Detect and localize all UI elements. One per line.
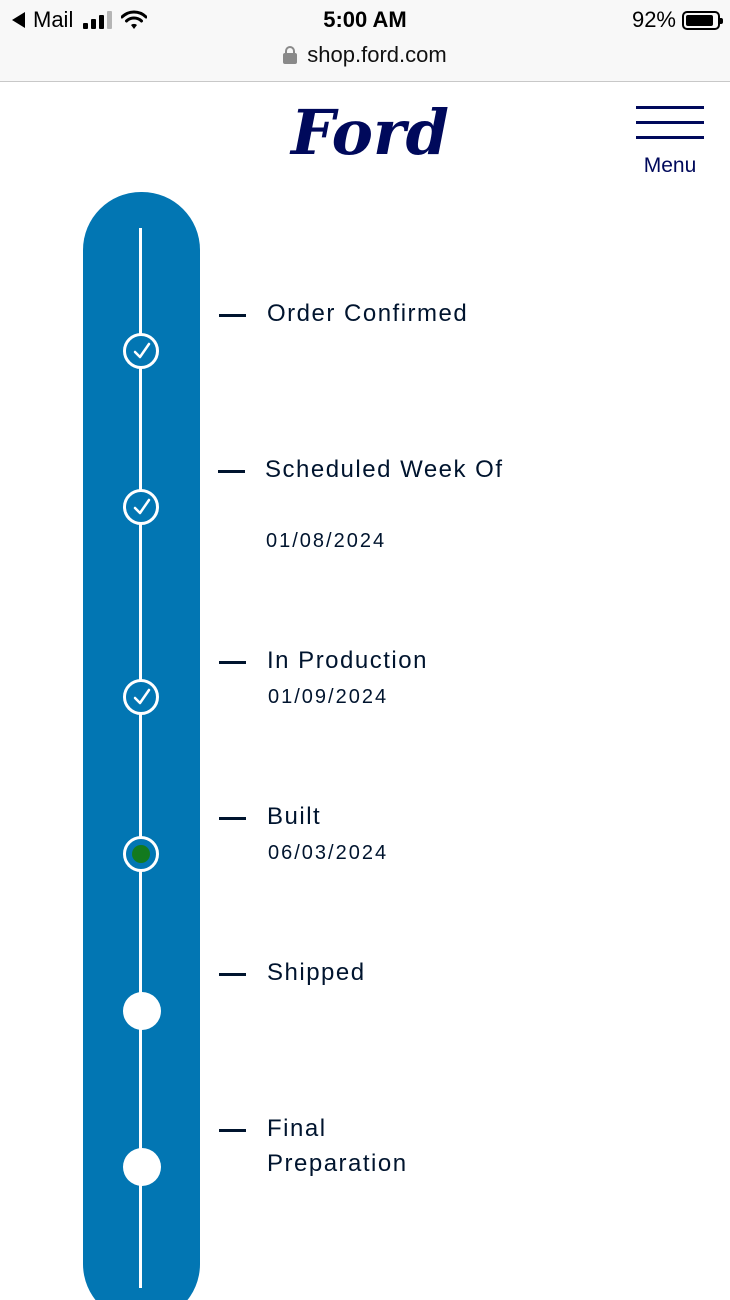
step-title-scheduled-week: Scheduled Week Of [265,456,504,483]
step-title-final-preparation: Final Preparation [267,1115,408,1177]
battery-icon [682,10,723,30]
step-dash [219,1129,246,1132]
lock-icon [283,46,298,64]
ford-logo[interactable]: Ford [286,100,454,170]
step-title-order-confirmed: Order Confirmed [267,300,469,327]
step-dash [219,661,246,664]
step-pending-icon [123,992,161,1030]
step-dash [219,973,246,976]
step-complete-icon [123,679,159,715]
hamburger-icon [636,106,704,109]
battery-status: 92% [631,6,723,34]
step-pending-icon [123,1148,161,1186]
step-dash [218,470,245,473]
step-title-in-production: In Production [267,647,428,674]
step-date-in-production: 01/09/2024 [268,686,389,708]
battery-percent: 92% [631,7,676,32]
back-arrow-icon [12,12,25,28]
tracker-line [139,228,142,1288]
site-header: Ford Menu [0,82,730,192]
step-dash [219,314,246,317]
url-text: shop.ford.com [307,42,447,67]
back-app-label: Mail [33,7,74,32]
step-dash [219,817,246,820]
menu-label: Menu [643,154,697,177]
svg-text:Ford: Ford [289,100,449,169]
current-status-dot-icon [132,845,150,863]
status-time: 5:00 AM [323,7,407,32]
menu-button[interactable]: Menu [634,104,706,180]
wifi-icon [121,10,148,29]
step-date-scheduled-week: 01/08/2024 [266,530,387,552]
step-current-icon [123,836,159,872]
status-bar: Mail 5:00 AM 92% shop.ford.com [0,0,730,82]
checkmark-icon [133,688,151,705]
back-to-app[interactable]: Mail [12,6,148,34]
cellular-signal-icon [83,11,113,29]
url-bar[interactable]: shop.ford.com [0,38,730,72]
step-complete-icon [123,333,159,369]
step-title-shipped: Shipped [267,959,366,986]
step-date-built: 06/03/2024 [268,842,389,864]
step-complete-icon [123,489,159,525]
step-title-built: Built [267,803,322,830]
checkmark-icon [133,498,151,515]
checkmark-icon [133,342,151,359]
